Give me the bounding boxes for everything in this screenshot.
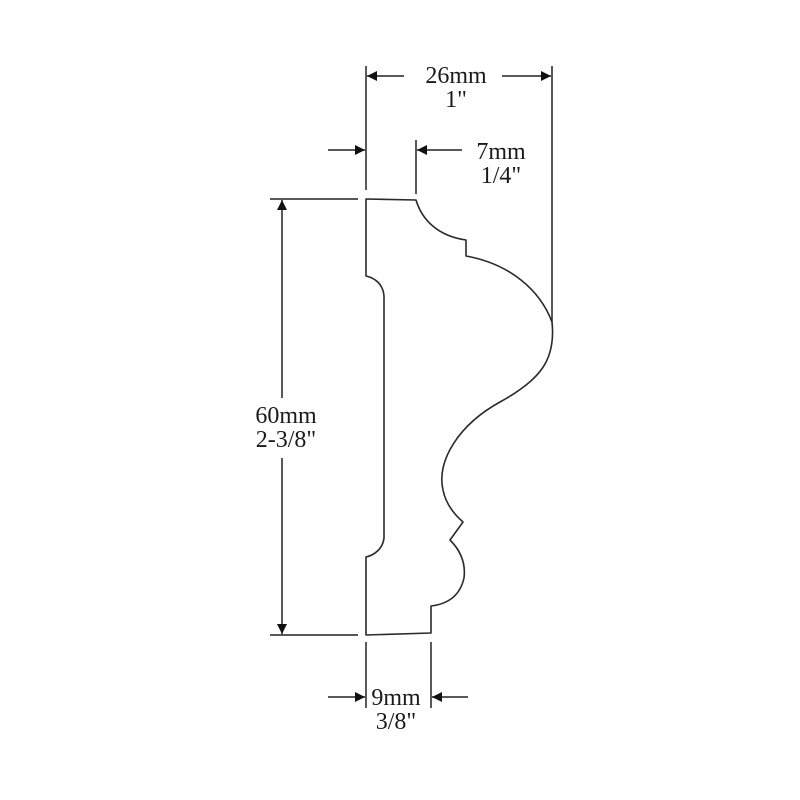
label-width-overall: 26mm 1": [408, 64, 504, 112]
label-width-overall-metric: 26mm: [425, 63, 487, 89]
label-width-overall-imperial: 1": [445, 87, 467, 113]
label-top-step: 7mm 1/4": [466, 140, 536, 188]
label-bottom-step-metric: 9mm: [371, 685, 421, 711]
label-bottom-step-imperial: 3/8": [375, 709, 417, 735]
label-top-step-metric: 7mm: [476, 139, 526, 165]
label-height-overall: 60mm 2-3/8": [236, 404, 336, 452]
dimension-bottom-step: [328, 642, 468, 708]
dimension-height-overall: [270, 198, 358, 636]
label-bottom-step: 9mm 3/8": [362, 686, 430, 734]
label-height-overall-imperial: 2-3/8": [255, 427, 317, 453]
dimension-width-overall: [365, 66, 553, 322]
molding-profile-outline: [365, 198, 554, 636]
label-top-step-imperial: 1/4": [480, 163, 522, 189]
label-height-overall-metric: 60mm: [255, 403, 317, 429]
dimension-top-step: [328, 140, 462, 194]
